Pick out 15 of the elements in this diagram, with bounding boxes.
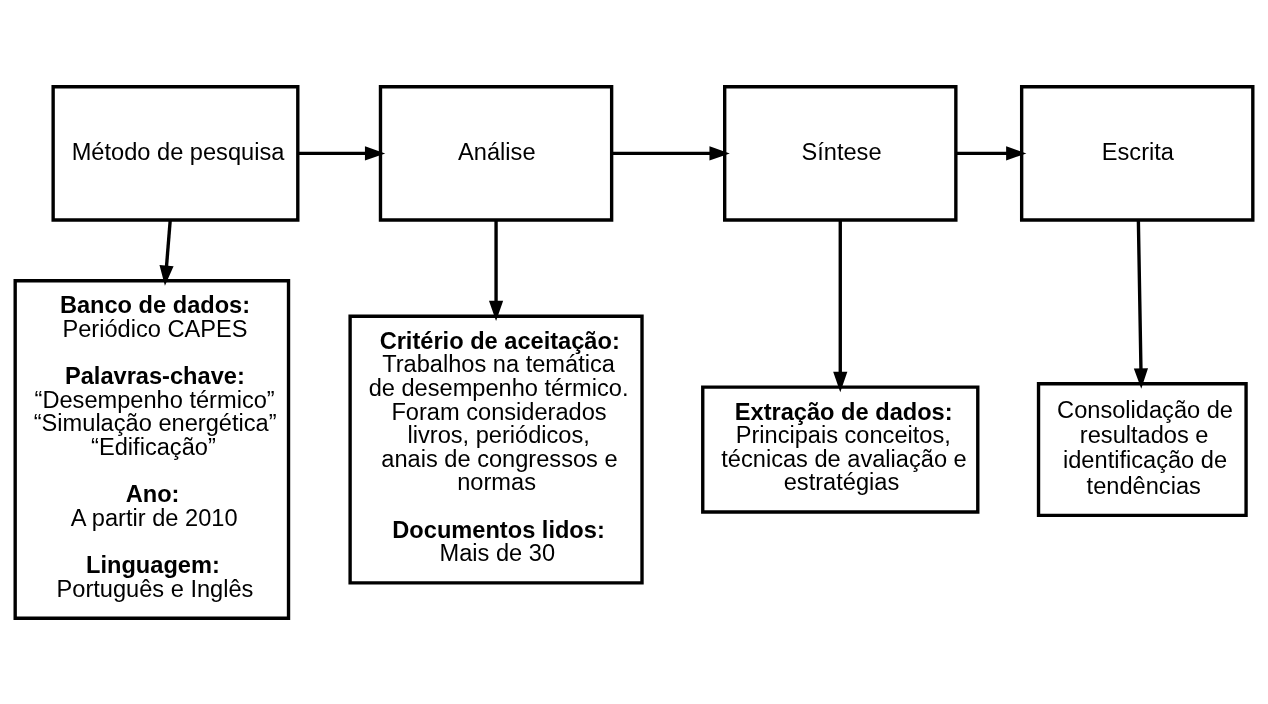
arrow bbox=[488, 219, 504, 321]
arrow bbox=[298, 145, 386, 160]
node-box: Método de pesquisa bbox=[51, 84, 300, 222]
node-box: Escrita bbox=[1019, 84, 1255, 222]
arrow bbox=[611, 145, 730, 160]
arrow bbox=[833, 219, 848, 392]
node-box: Banco de dados: Periódico CAPES Palavras-chave: “Desempenho térmico” “Simulação energética” “Edificação” Ano: A partir de 2010 Linguagem: Português e Inglês bbox=[13, 278, 291, 620]
arrow bbox=[956, 145, 1027, 160]
arrow bbox=[1133, 219, 1149, 389]
node-box: Extração de dados: Principais conceitos, técnicas de avaliação e estratégias bbox=[701, 384, 980, 514]
node-box: Síntese bbox=[723, 84, 958, 222]
node-box: Critério de aceitação: Trabalhos na temática de desempenho térmico. Foram considerados livros, periódicos, anais de congressos e normas Documentos lidos: Mais de 30 bbox=[348, 314, 644, 584]
node-box: Análise bbox=[378, 84, 614, 222]
arrow bbox=[159, 219, 174, 286]
node-box: Consolidação de resultados e identificação de tendências bbox=[1036, 381, 1248, 517]
